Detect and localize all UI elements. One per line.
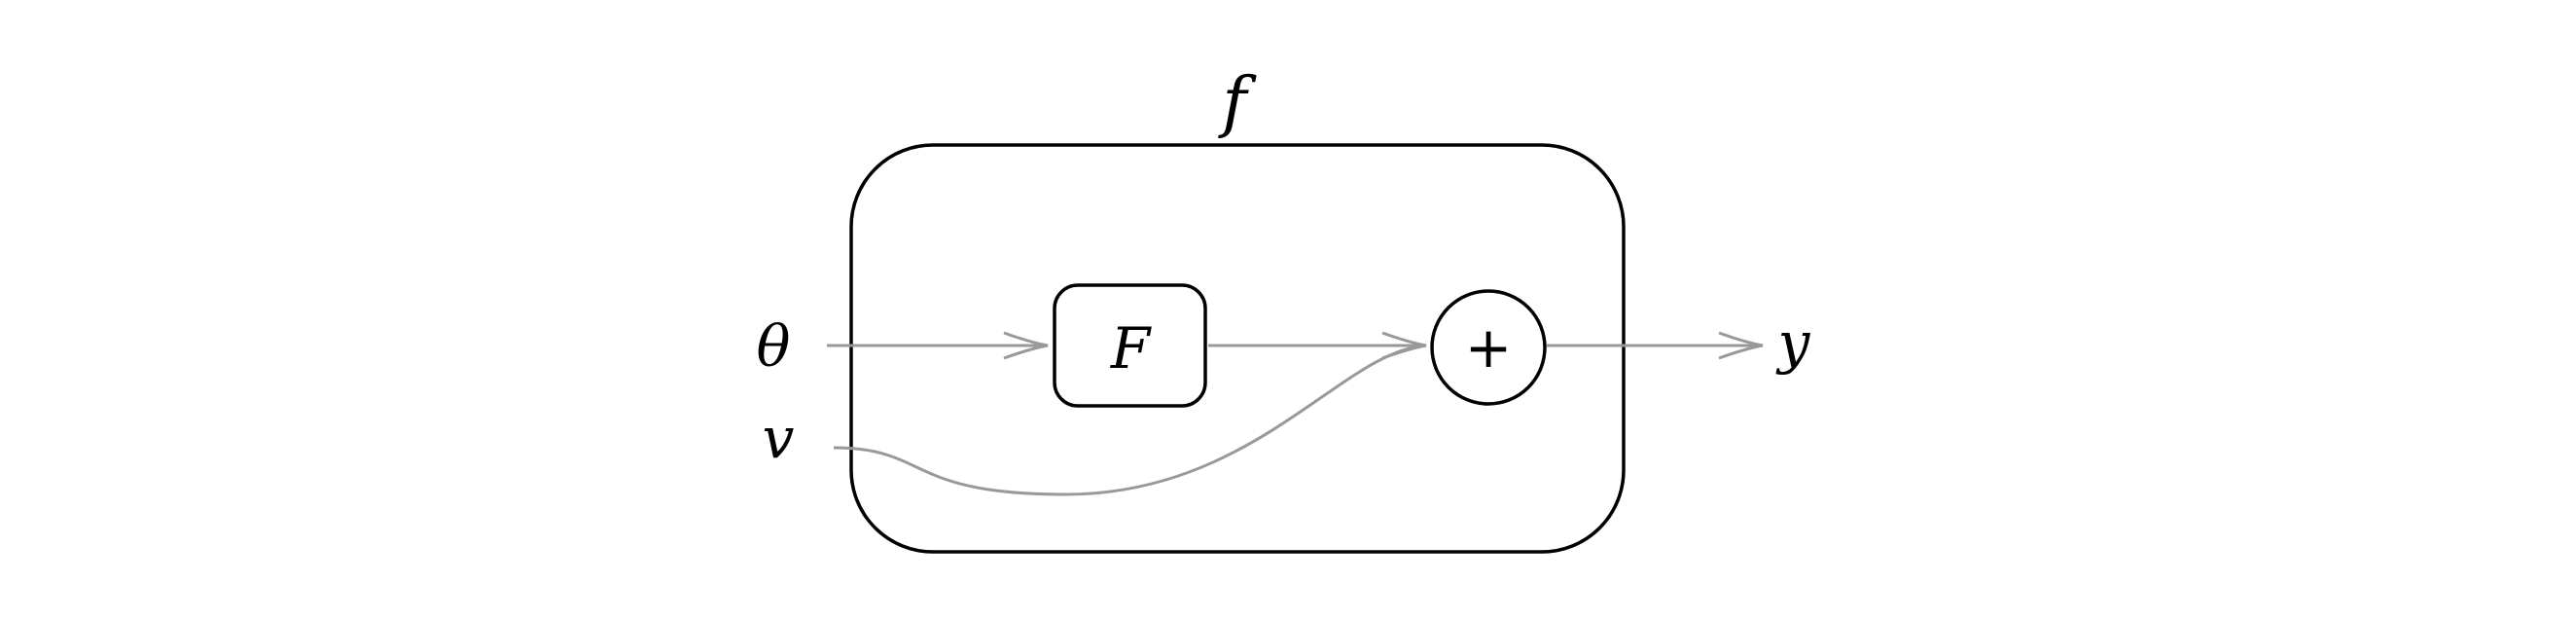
input-v-label: v — [763, 405, 795, 471]
sum-junction-circle — [1430, 289, 1547, 406]
output-y-label: y — [1775, 310, 1811, 376]
outer-function-label: f — [1217, 64, 1257, 141]
inner-block-box — [1053, 283, 1207, 408]
inner-block-label: F — [1110, 315, 1152, 382]
sum-operator-label: + — [1465, 314, 1513, 381]
arrow-v-to-sum — [833, 344, 1427, 496]
arrowhead-theta-to-F — [1003, 331, 1049, 360]
arrowhead-sum-to-y — [1718, 331, 1764, 360]
outer-function-box — [849, 143, 1626, 554]
input-theta-label: θ — [757, 313, 791, 380]
